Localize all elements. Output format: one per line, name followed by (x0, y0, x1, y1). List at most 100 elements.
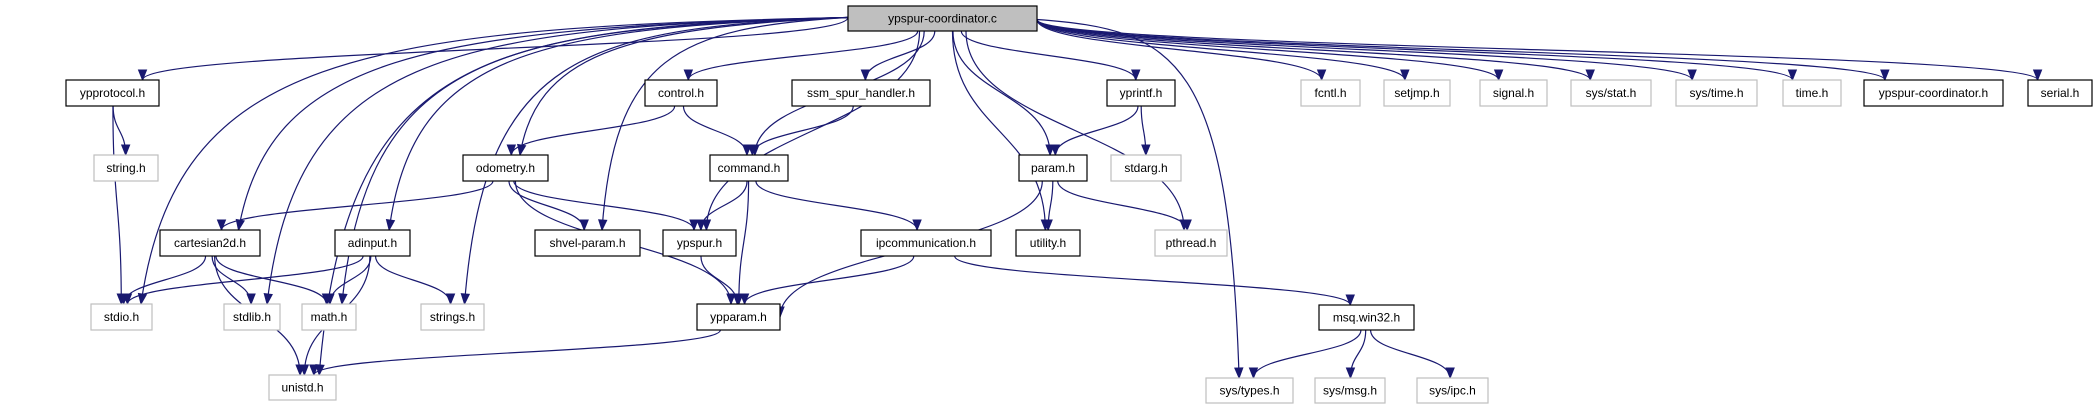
edge-line (215, 255, 328, 305)
node-root[interactable]: ypspur-coordinator.c (847, 5, 1038, 32)
edge-line (1036, 19, 1500, 81)
edge-line (1036, 18, 1693, 81)
node-yprintf[interactable]: yprintf.h (1106, 79, 1176, 107)
node-adinput[interactable]: adinput.h (334, 229, 411, 257)
edge-command-to-ipcomm (755, 180, 922, 232)
node-label: sys/stat.h (1586, 86, 1637, 100)
node-ssm[interactable]: ssm_spur_handler.h (791, 79, 931, 107)
edge-ypparam-to-unistd (309, 329, 722, 377)
node-box (1154, 229, 1228, 257)
node-odometry[interactable]: odometry.h (462, 154, 549, 182)
node-label: ssm_spur_handler.h (807, 86, 915, 100)
node-ypprotocol[interactable]: ypprotocol.h (65, 79, 160, 107)
edge-root-to-control (683, 30, 919, 82)
edge-yprintf-to-stdarg (1140, 105, 1151, 157)
node-box (1416, 377, 1489, 404)
edge-line (220, 180, 494, 231)
edge-root-to-strings (460, 16, 849, 306)
node-box (420, 303, 485, 331)
arrowhead-icon (120, 144, 131, 157)
node-control[interactable]: control.h (644, 79, 718, 107)
arrowhead-icon (1400, 69, 1410, 82)
edge-root-to-shvel (598, 16, 849, 232)
node-box (644, 79, 718, 107)
arrowhead-icon (216, 219, 227, 232)
node-box (696, 303, 781, 331)
node-ypparam[interactable]: ypparam.h (696, 303, 781, 331)
node-msq[interactable]: msq.win32.h (1318, 304, 1415, 331)
node-label: ipcommunication.h (876, 236, 976, 250)
node-stdlib: stdlib.h (223, 303, 281, 331)
arrowhead-icon (1787, 69, 1798, 82)
node-fcntl: fcntl.h (1300, 79, 1361, 107)
edge-root-to-coordh (1036, 18, 1890, 82)
node-command[interactable]: command.h (709, 154, 789, 182)
edge-cartesian-to-stdlib (211, 255, 256, 306)
node-label: shvel-param.h (549, 236, 625, 250)
arrowhead-icon (1880, 69, 1890, 82)
node-label: sys/types.h (1219, 384, 1279, 398)
edge-ypspur-to-ypparam (700, 255, 742, 306)
edge-ypprotocol-to-stdio (112, 105, 127, 306)
edge-line (463, 16, 849, 305)
node-label: yprintf.h (1120, 86, 1163, 100)
node-ipcomm[interactable]: ipcommunication.h (860, 229, 992, 257)
edges-layer (112, 16, 2043, 380)
edge-line (1057, 180, 1188, 231)
arrowhead-icon (263, 293, 273, 306)
node-box (159, 229, 261, 257)
edge-line (755, 180, 918, 231)
node-time: time.h (1782, 79, 1842, 107)
edge-adinput-to-stdio (122, 255, 364, 306)
edge-line (519, 16, 849, 156)
arrowhead-icon (309, 364, 319, 377)
node-setjmp: setjmp.h (1383, 79, 1451, 107)
edge-root-to-setjmp (1036, 19, 1410, 82)
node-sysipc: sys/ipc.h (1416, 377, 1489, 404)
arrowhead-icon (1248, 367, 1259, 380)
arrowhead-icon (739, 293, 750, 306)
arrowhead-icon (726, 293, 736, 306)
edge-line (743, 255, 915, 305)
node-coordh[interactable]: ypspur-coordinator.h (1863, 79, 2004, 107)
edge-line (965, 30, 1185, 231)
arrowhead-icon (338, 293, 348, 306)
edge-root-to-cartesian (235, 16, 849, 232)
edge-ipcomm-to-msq (954, 255, 1355, 307)
node-ypspur[interactable]: ypspur.h (662, 229, 737, 257)
node-box (65, 79, 160, 107)
node-signal: signal.h (1479, 79, 1548, 107)
edge-line (313, 329, 722, 376)
arrowhead-icon (1493, 69, 1504, 82)
arrowhead-icon (689, 219, 699, 232)
edge-line (1036, 19, 1323, 81)
node-box (93, 154, 159, 182)
edge-line (266, 16, 849, 305)
node-box (1383, 79, 1451, 107)
edge-ypprotocol-to-string (112, 105, 131, 157)
edge-line (374, 255, 452, 305)
node-box (1863, 79, 2004, 107)
node-cartesian[interactable]: cartesian2d.h (159, 229, 261, 257)
edge-line (960, 30, 1137, 81)
arrowhead-icon (122, 293, 133, 306)
edge-line (687, 30, 919, 81)
node-box (709, 154, 789, 182)
node-box (662, 229, 737, 257)
node-shvel[interactable]: shvel-param.h (534, 229, 641, 257)
node-box (2027, 79, 2093, 107)
edge-adinput-to-strings (374, 255, 456, 306)
node-serial[interactable]: serial.h (2027, 79, 2093, 107)
arrowhead-icon (1182, 219, 1192, 232)
node-label: param.h (1031, 161, 1075, 175)
node-systypes: sys/types.h (1205, 377, 1294, 404)
arrowhead-icon (696, 219, 706, 232)
node-box (1314, 377, 1386, 404)
node-label: cartesian2d.h (174, 236, 246, 250)
arrowhead-icon (1316, 69, 1327, 82)
node-utility[interactable]: utility.h (1015, 229, 1081, 257)
arrowhead-icon (1345, 294, 1355, 307)
node-param[interactable]: param.h (1018, 154, 1088, 182)
node-label: control.h (658, 86, 704, 100)
arrowhead-icon (385, 218, 396, 232)
